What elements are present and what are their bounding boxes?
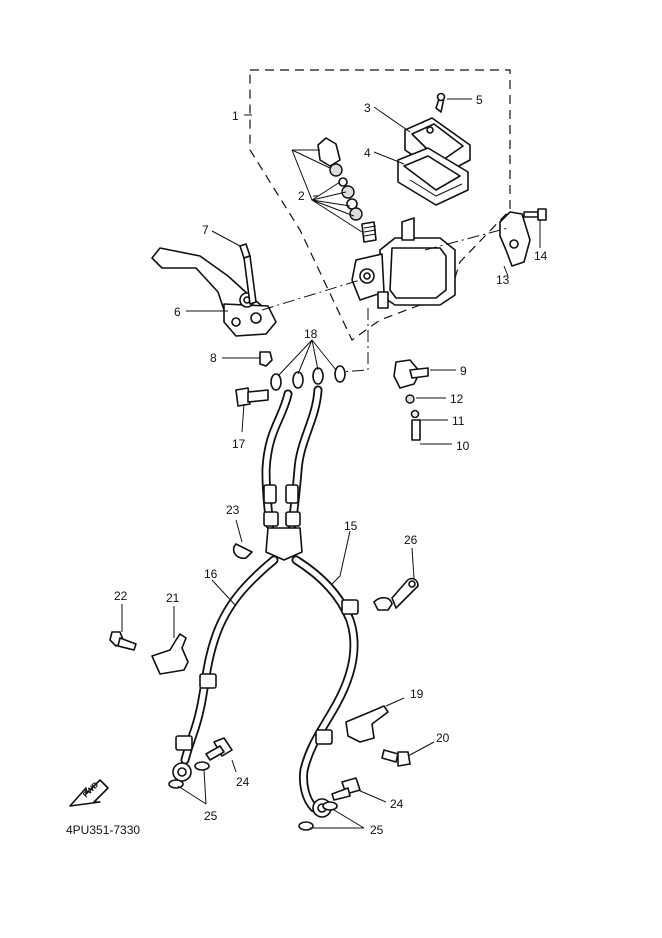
hose-guide-21 [151, 633, 189, 675]
callout-8: 8 [210, 351, 217, 365]
left-lower-hose [172, 555, 279, 782]
right-lower-hose [291, 555, 359, 818]
callout-24-left: 24 [236, 775, 250, 789]
callout-22: 22 [114, 589, 128, 603]
callout-leaders [121, 98, 541, 829]
callout-9: 9 [460, 364, 467, 378]
union-bolt [235, 387, 269, 407]
callout-12: 12 [450, 392, 464, 406]
guide-bolt-20 [381, 749, 411, 767]
brake-switch [393, 359, 429, 389]
callout-20: 20 [436, 731, 450, 745]
callout-18: 18 [304, 327, 318, 341]
callout-23: 23 [226, 503, 240, 517]
reservoir-diaphragm [397, 147, 469, 206]
callout-10: 10 [456, 439, 470, 453]
callout-25-left: 25 [204, 809, 218, 823]
callout-16: 16 [204, 567, 218, 581]
switch-screw [411, 419, 421, 441]
callout-2: 2 [298, 189, 305, 203]
callout-26: 26 [404, 533, 418, 547]
upper-brake-hoses [261, 385, 323, 530]
callout-labels: 1 2 3 4 5 6 7 8 9 10 11 12 13 14 15 16 1… [114, 93, 548, 837]
switch-spring [410, 409, 420, 419]
callout-11: 11 [452, 414, 465, 428]
holder-bolt [523, 208, 547, 221]
callout-7: 7 [202, 223, 209, 237]
cap-screw [435, 92, 446, 113]
hose-guide-19 [345, 705, 389, 743]
lever-nut [259, 351, 273, 367]
lever-holder [499, 211, 531, 267]
master-cylinder-body [351, 217, 456, 309]
hose-clip-26 [373, 577, 419, 611]
callout-25-right: 25 [370, 823, 384, 837]
callout-1: 1 [232, 109, 239, 123]
hose-joint [265, 527, 303, 561]
guide-bolt-22 [109, 631, 137, 651]
right-washers [298, 801, 338, 831]
callout-14: 14 [534, 249, 548, 263]
left-union-bolt [205, 737, 233, 761]
callout-4: 4 [364, 146, 371, 160]
callout-17: 17 [232, 437, 246, 451]
piston-kit [317, 137, 377, 243]
callout-19: 19 [410, 687, 424, 701]
lever-pivot-bolt [239, 243, 257, 305]
hose-clip-23 [232, 543, 253, 560]
diagram-code: 4PU351-7330 [66, 823, 140, 837]
callout-6: 6 [174, 305, 181, 319]
callout-3: 3 [364, 101, 371, 115]
callout-13: 13 [496, 273, 510, 287]
callout-5: 5 [476, 93, 483, 107]
callout-24-right: 24 [390, 797, 404, 811]
switch-washer [405, 394, 415, 404]
copper-washers [270, 365, 346, 391]
forward-arrow-icon: FWD [69, 779, 109, 807]
callout-15: 15 [344, 519, 358, 533]
brake-lever [151, 247, 277, 337]
callout-21: 21 [166, 591, 180, 605]
right-union-bolt [331, 777, 361, 801]
left-washers [168, 761, 210, 789]
